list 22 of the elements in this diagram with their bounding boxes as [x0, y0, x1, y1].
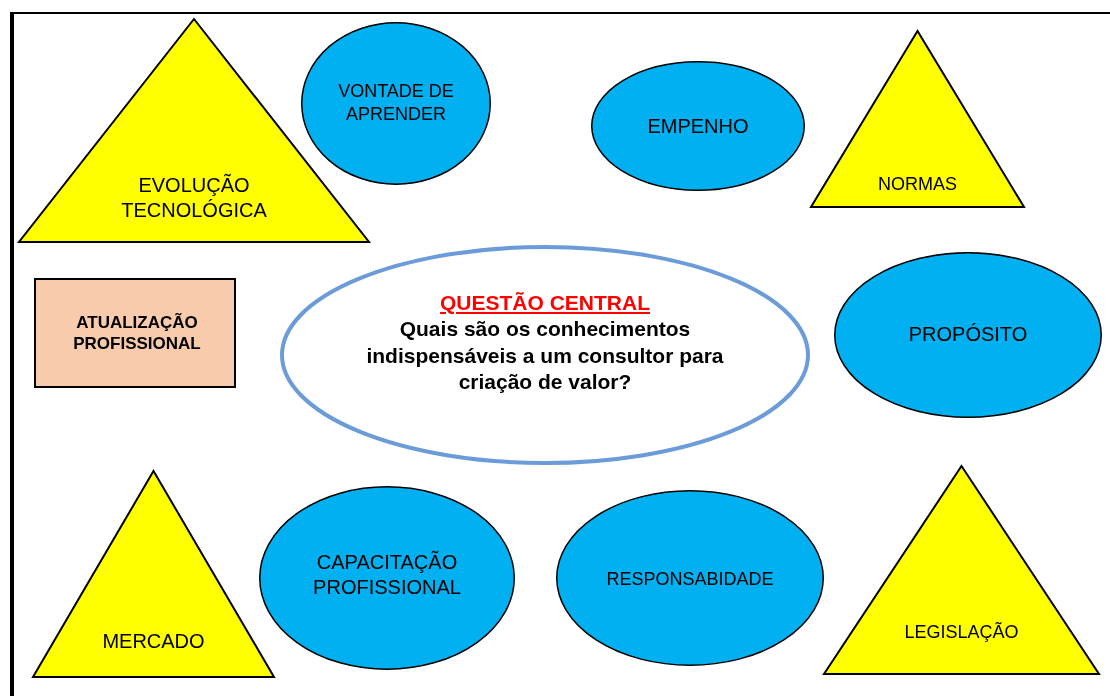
ellipse-node [259, 486, 515, 670]
question-text: Quais são os conhecimentos indispensáveis a um consultor para criação de valor? [365, 316, 725, 395]
triangle-node [810, 30, 1025, 208]
node-label: ATUALIZAÇÃO PROFISSIONAL [72, 312, 202, 355]
question-heading: QUESTÃO CENTRAL [439, 290, 651, 316]
node-label: PROPÓSITO [907, 322, 1029, 347]
ellipse-node [834, 252, 1102, 418]
triangle-node [32, 470, 275, 678]
ellipse-node [591, 61, 805, 191]
triangle-node [823, 465, 1100, 675]
node-label: CAPACITAÇÃO PROFISSIONAL [312, 550, 462, 600]
node-label: EMPENHO [646, 114, 750, 139]
rectangle-node [34, 278, 236, 388]
node-label: VONTADE DE APRENDER [337, 80, 455, 125]
node-label: MERCADO [101, 629, 206, 654]
ellipse-node [556, 490, 824, 666]
node-label: RESPONSABIDADE [605, 568, 775, 591]
ellipse-node [301, 22, 491, 185]
node-label: NORMAS [877, 173, 958, 196]
node-label: EVOLUÇÃO TECNOLÓGICA [120, 173, 268, 223]
central-question-ellipse [280, 245, 810, 465]
node-label: LEGISLAÇÃO [903, 621, 1020, 644]
